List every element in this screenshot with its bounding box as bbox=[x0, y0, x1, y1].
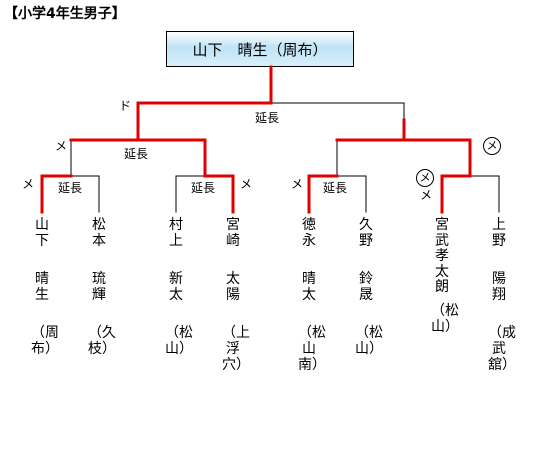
player-3: 村上 新太 （松山） bbox=[165, 217, 193, 358]
q3-red bbox=[307, 174, 339, 214]
player-given-name: 晴太 bbox=[302, 271, 316, 303]
player-club: （松山南） bbox=[298, 325, 326, 373]
final-link-black bbox=[270, 102, 405, 141]
player-8: 上野 陽翔 （成武舘） bbox=[488, 217, 516, 373]
player-surname: 山下 bbox=[35, 217, 49, 249]
final-note: 延長 bbox=[255, 111, 280, 125]
q4-black bbox=[469, 175, 500, 213]
player-given-name: 鈴晟 bbox=[359, 271, 373, 303]
player-given-name: 琉輝 bbox=[92, 271, 106, 303]
player-club: （周布） bbox=[31, 325, 59, 357]
q4-circled-mark: メ bbox=[416, 169, 434, 187]
player-1: 山下 晴生 （周布） bbox=[31, 217, 59, 358]
player-given-name: 孝太朗 bbox=[435, 248, 449, 296]
player-given-name: 新太 bbox=[169, 271, 183, 303]
q2-mark: メ bbox=[240, 177, 253, 191]
player-given-name: 晴生 bbox=[35, 271, 49, 303]
semi-left-note: 延長 bbox=[124, 147, 149, 161]
q2-red bbox=[203, 174, 235, 214]
player-2: 松本 琉輝 （久枝） bbox=[88, 217, 116, 358]
q4-mark: メ bbox=[420, 188, 433, 202]
player-given-name: 陽翔 bbox=[492, 271, 506, 303]
champion-name: 山下 晴生（周布） bbox=[192, 40, 328, 59]
champion-box: 山下 晴生（周布） bbox=[166, 31, 354, 67]
player-surname: 久野 bbox=[359, 217, 373, 249]
semi-left-red bbox=[69, 138, 207, 178]
q2-black bbox=[175, 175, 206, 213]
q2-note: 延長 bbox=[191, 181, 216, 195]
q3-note: 延長 bbox=[323, 181, 348, 195]
player-club: （成武舘） bbox=[488, 325, 516, 373]
q3-black bbox=[336, 175, 367, 213]
q4-red bbox=[440, 174, 472, 214]
player-club: （松山） bbox=[165, 325, 193, 357]
final-left-mark: ド bbox=[119, 99, 132, 113]
final-link-red bbox=[136, 65, 273, 142]
player-surname: 村上 bbox=[169, 217, 183, 249]
player-club: （松山） bbox=[431, 302, 459, 335]
player-surname: 徳永 bbox=[302, 217, 316, 249]
player-7: 宮武 孝太朗 （松山） bbox=[431, 217, 459, 335]
player-4: 宮崎 太陽 （上浮穴） bbox=[222, 217, 250, 373]
semi-right-red bbox=[335, 138, 472, 178]
player-surname: 松本 bbox=[92, 217, 106, 249]
q1-black bbox=[70, 175, 100, 213]
semi-right-circled-mark: メ bbox=[483, 137, 501, 155]
player-surname: 宮崎 bbox=[226, 217, 240, 249]
player-club: （上浮穴） bbox=[222, 325, 250, 373]
player-club: （松山） bbox=[355, 325, 383, 357]
player-given-name: 太陽 bbox=[226, 271, 240, 303]
player-5: 徳永 晴太 （松山南） bbox=[298, 217, 326, 373]
player-surname: 上野 bbox=[492, 217, 506, 249]
semi-left-mark: メ bbox=[55, 139, 68, 153]
player-surname: 宮武 bbox=[435, 217, 449, 249]
player-club: （久枝） bbox=[88, 325, 116, 357]
q1-note: 延長 bbox=[58, 181, 83, 195]
bracket-heading: 【小学4年生男子】 bbox=[4, 6, 126, 22]
q1-red bbox=[40, 174, 73, 214]
q1-mark: メ bbox=[22, 177, 35, 191]
player-6: 久野 鈴晟 （松山） bbox=[355, 217, 383, 358]
q3-mark: メ bbox=[291, 177, 304, 191]
